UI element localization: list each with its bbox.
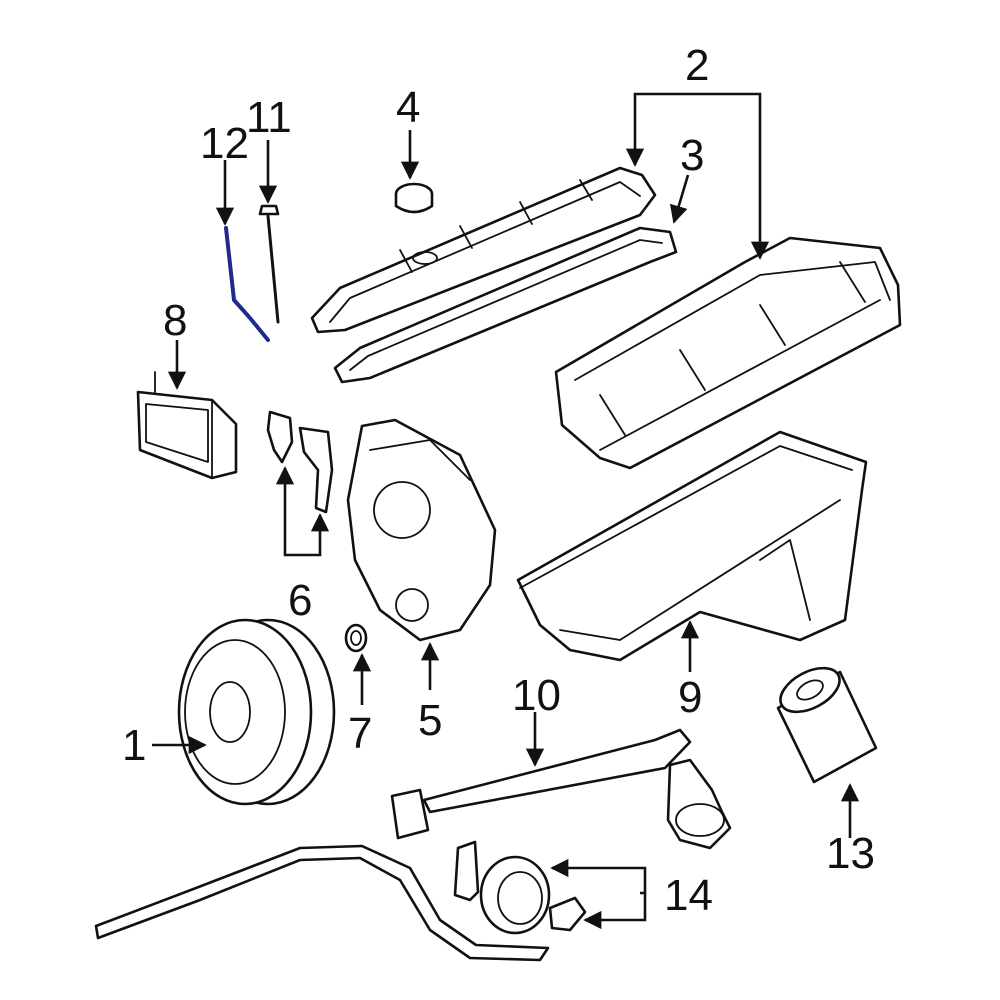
leader-6a [275,466,300,557]
callout-11: 11 [246,93,292,142]
dipstick-tube[interactable] [224,226,270,342]
timing-cover-gaskets[interactable] [266,410,334,514]
oil-filler-cap[interactable] [394,182,434,214]
callout-9: 9 [678,673,702,722]
oil-pan[interactable] [516,430,868,662]
crankshaft-pulley[interactable] [177,618,336,806]
valve-cover-gasket[interactable] [333,226,678,384]
crankshaft-seal[interactable] [344,623,368,653]
callout-3: 3 [680,131,704,180]
leader-2b [698,92,770,260]
callout-8: 8 [163,296,187,345]
leader-6b [300,513,330,557]
callout-13: 13 [826,829,875,878]
callout-12: 12 [200,119,249,168]
timing-cover[interactable] [346,418,497,642]
callout-labels: 1 2 3 4 5 6 7 8 9 10 11 12 13 14 [122,41,875,920]
callout-5: 5 [418,696,442,745]
callout-4: 4 [396,83,420,132]
callout-10: 10 [512,671,561,720]
leader-14b [583,893,647,930]
valve-cover-left[interactable] [310,166,657,334]
oil-filter[interactable] [773,659,878,784]
dipstick[interactable] [258,204,280,324]
callout-7: 7 [348,709,372,758]
leader-3 [669,174,690,224]
oil-cooler[interactable] [136,371,238,480]
oil-pump-pickup-tube[interactable] [390,728,732,850]
leader-14a [550,858,647,895]
leader-2a [625,92,698,167]
oil-pump[interactable] [94,840,587,962]
callout-1: 1 [122,721,146,770]
callout-6: 6 [288,576,312,625]
callout-14: 14 [664,871,713,920]
callout-2: 2 [685,41,709,90]
leader-lines [152,92,860,930]
